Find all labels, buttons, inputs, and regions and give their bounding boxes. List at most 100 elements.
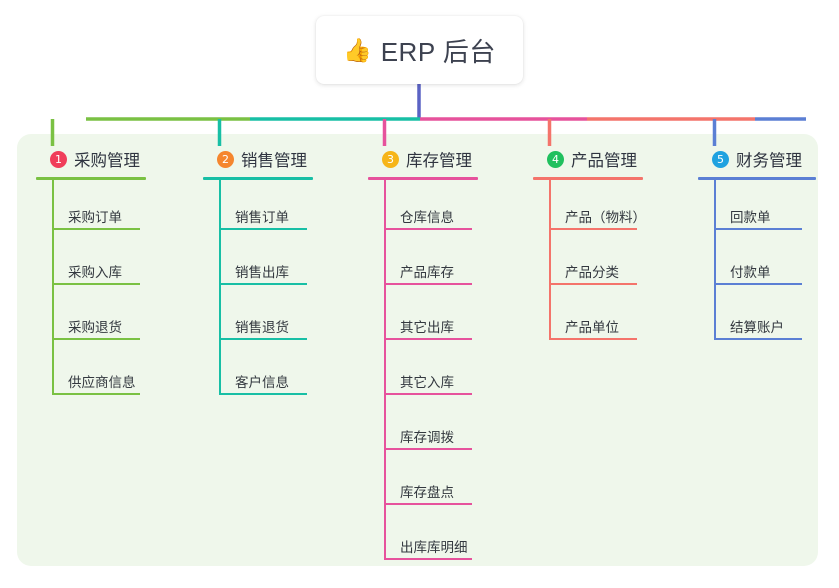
branch-item-underline bbox=[384, 393, 472, 395]
diagram-background-panel bbox=[17, 134, 818, 566]
branch-number-badge: 2 bbox=[217, 150, 234, 168]
branch-item-underline bbox=[52, 283, 140, 285]
branch-items: 仓库信息产品库存其它出库其它入库库存调拨库存盘点出库库明细 bbox=[368, 180, 478, 565]
branch-underline bbox=[698, 177, 816, 180]
branch-items: 采购订单采购入库采购退货供应商信息 bbox=[36, 180, 146, 400]
branch-item-label: 产品分类 bbox=[565, 265, 619, 280]
branch-item-label: 销售订单 bbox=[235, 210, 289, 225]
branch-item[interactable]: 结算账户 bbox=[698, 290, 816, 345]
branch-item[interactable]: 销售出库 bbox=[203, 235, 313, 290]
branch-number-badge: 1 bbox=[50, 150, 67, 168]
branch-spine bbox=[52, 180, 54, 395]
branch-item-label: 采购入库 bbox=[68, 265, 122, 280]
branch-item[interactable]: 产品（物料） bbox=[533, 180, 646, 235]
branch-item-label: 库存盘点 bbox=[400, 485, 454, 500]
branch-item-label: 出库库明细 bbox=[400, 540, 468, 555]
branch-item[interactable]: 客户信息 bbox=[203, 345, 313, 400]
branch-item-underline bbox=[52, 393, 140, 395]
branch-item-underline bbox=[714, 228, 802, 230]
branch-column-1: 1 采购管理采购订单采购入库采购退货供应商信息 bbox=[36, 146, 146, 400]
branch-item-underline bbox=[384, 283, 472, 285]
root-node-title: ERP 后台 bbox=[380, 36, 496, 67]
branch-item[interactable]: 仓库信息 bbox=[368, 180, 478, 235]
branch-title: 采购管理 bbox=[74, 152, 140, 170]
branch-item-underline bbox=[714, 338, 802, 340]
branch-item-label: 回款单 bbox=[730, 210, 771, 225]
branch-header-4[interactable]: 4 产品管理 bbox=[533, 146, 643, 172]
branch-item[interactable]: 销售订单 bbox=[203, 180, 313, 235]
branch-spine bbox=[549, 180, 551, 340]
branch-item[interactable]: 库存调拨 bbox=[368, 400, 478, 455]
branch-title: 库存管理 bbox=[406, 152, 472, 170]
branch-item[interactable]: 库存盘点 bbox=[368, 455, 478, 510]
branch-items: 销售订单销售出库销售退货客户信息 bbox=[203, 180, 313, 400]
branch-item-label: 产品（物料） bbox=[565, 210, 646, 225]
branch-item-label: 结算账户 bbox=[730, 320, 784, 335]
root-node-card[interactable]: 👍 ERP 后台 bbox=[316, 16, 523, 84]
branch-item-underline bbox=[384, 338, 472, 340]
thumbs-up-icon: 👍 bbox=[343, 36, 372, 63]
branch-title: 销售管理 bbox=[241, 152, 307, 170]
branch-item[interactable]: 供应商信息 bbox=[36, 345, 146, 400]
branch-item-label: 客户信息 bbox=[235, 375, 289, 390]
branch-item-underline bbox=[219, 283, 307, 285]
branch-item[interactable]: 其它出库 bbox=[368, 290, 478, 345]
branch-item-label: 供应商信息 bbox=[68, 375, 136, 390]
branch-column-3: 3 库存管理仓库信息产品库存其它出库其它入库库存调拨库存盘点出库库明细 bbox=[368, 146, 478, 565]
branch-item-underline bbox=[219, 338, 307, 340]
branch-number-badge: 4 bbox=[547, 150, 564, 168]
branch-column-4: 4 产品管理产品（物料） 产品分类产品单位 bbox=[533, 146, 646, 345]
branch-item-underline bbox=[219, 393, 307, 395]
branch-underline bbox=[203, 177, 313, 180]
branch-item[interactable]: 付款单 bbox=[698, 235, 816, 290]
branch-item[interactable]: 采购退货 bbox=[36, 290, 146, 345]
branch-title: 财务管理 bbox=[736, 152, 802, 170]
branch-header-3[interactable]: 3 库存管理 bbox=[368, 146, 478, 172]
branch-header-2[interactable]: 2 销售管理 bbox=[203, 146, 313, 172]
branch-item-label: 采购订单 bbox=[68, 210, 122, 225]
branch-item[interactable]: 出库库明细 bbox=[368, 510, 478, 565]
branch-column-2: 2 销售管理销售订单销售出库销售退货客户信息 bbox=[203, 146, 313, 400]
branch-item[interactable]: 销售退货 bbox=[203, 290, 313, 345]
branch-underline bbox=[36, 177, 146, 180]
branch-item[interactable]: 产品单位 bbox=[533, 290, 643, 345]
branch-item-underline bbox=[52, 228, 140, 230]
branch-item[interactable]: 其它入库 bbox=[368, 345, 478, 400]
branch-item-underline bbox=[384, 503, 472, 505]
branch-item[interactable]: 回款单 bbox=[698, 180, 816, 235]
branch-item-underline bbox=[52, 338, 140, 340]
branch-title: 产品管理 bbox=[571, 152, 637, 170]
branch-spine bbox=[714, 180, 716, 340]
branch-item-label: 销售出库 bbox=[235, 265, 289, 280]
branch-spine bbox=[219, 180, 221, 395]
branch-item-underline bbox=[549, 228, 637, 230]
branch-item-label: 采购退货 bbox=[68, 320, 122, 335]
branch-item[interactable]: 采购入库 bbox=[36, 235, 146, 290]
branch-item-underline bbox=[219, 228, 307, 230]
branch-item-label: 产品单位 bbox=[565, 320, 619, 335]
branch-underline bbox=[368, 177, 478, 180]
branch-item-label: 仓库信息 bbox=[400, 210, 454, 225]
branch-item-underline bbox=[714, 283, 802, 285]
branch-items: 产品（物料） 产品分类产品单位 bbox=[533, 180, 646, 345]
branch-item[interactable]: 产品库存 bbox=[368, 235, 478, 290]
branch-item[interactable]: 采购订单 bbox=[36, 180, 146, 235]
branch-item-underline bbox=[384, 228, 472, 230]
branch-number-badge: 3 bbox=[382, 150, 399, 168]
branch-header-1[interactable]: 1 采购管理 bbox=[36, 146, 146, 172]
branch-item-label: 库存调拨 bbox=[400, 430, 454, 445]
branch-item-underline bbox=[549, 283, 637, 285]
branch-item-underline bbox=[549, 338, 637, 340]
branch-item[interactable]: 产品分类 bbox=[533, 235, 643, 290]
branch-item-label: 其它出库 bbox=[400, 320, 454, 335]
branch-item-label: 销售退货 bbox=[235, 320, 289, 335]
branch-underline bbox=[533, 177, 643, 180]
branch-item-label: 付款单 bbox=[730, 265, 771, 280]
branch-item-underline bbox=[384, 448, 472, 450]
branch-items: 回款单付款单结算账户 bbox=[698, 180, 816, 345]
branch-item-label: 其它入库 bbox=[400, 375, 454, 390]
